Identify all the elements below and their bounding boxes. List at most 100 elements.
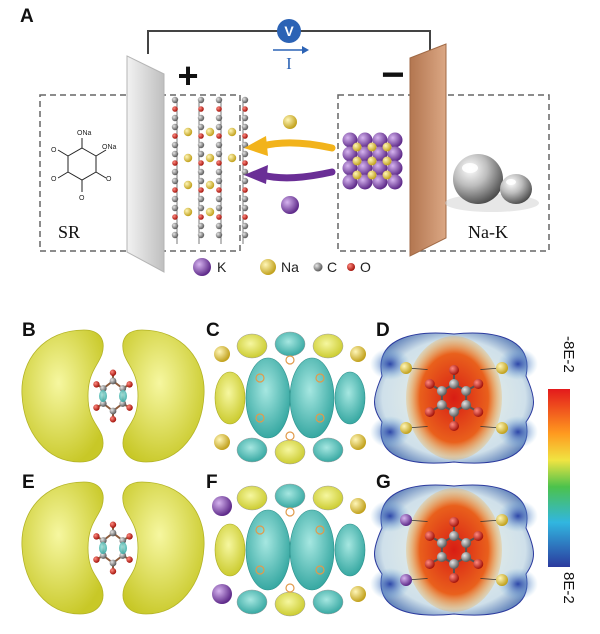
o-atom (424, 531, 435, 541)
panel-label-f: F (206, 472, 218, 493)
k-arrowhead-icon (244, 165, 268, 184)
na-atom (214, 434, 230, 450)
legend-o-label: O (360, 259, 371, 275)
c-atom (171, 204, 179, 212)
esp-positive-region (370, 416, 410, 448)
o-atom (242, 106, 248, 112)
lobe-isosurface (312, 333, 344, 359)
na-atom (367, 142, 377, 152)
k-atom (387, 132, 403, 148)
atom-outline (285, 355, 295, 365)
substituent-o-2: O (51, 176, 57, 183)
substituent-ona-2: ONa (102, 144, 117, 151)
c-atom (215, 96, 223, 104)
na-atom (496, 362, 508, 374)
sr-label: SR (58, 222, 80, 242)
atom-outline (255, 565, 265, 575)
o-atom (216, 133, 222, 139)
na-atom (205, 207, 215, 217)
na-atom (352, 156, 362, 166)
o-atom (216, 214, 222, 220)
sr-crystal-layers (171, 96, 249, 244)
c-atom (109, 407, 117, 415)
panel-c-orbital-isosurface (214, 331, 366, 465)
panel-b-charge-density (21, 329, 205, 463)
o-atom (449, 517, 459, 527)
cyan-lobe (119, 390, 127, 402)
c-atom (241, 123, 249, 131)
na-atom (205, 180, 215, 190)
esp-positive-region (498, 348, 538, 380)
c-atom (171, 150, 179, 158)
o-atom (449, 421, 459, 431)
o-atom (93, 533, 100, 540)
o-atom (198, 133, 204, 139)
c-atom (197, 150, 205, 158)
esp-positive-region (370, 568, 410, 600)
esp-positive-region (370, 500, 410, 532)
panel-g-esp-map (370, 484, 538, 616)
cyan-lobe (99, 542, 107, 554)
lobe-isosurface (274, 331, 306, 357)
c-atom (99, 552, 107, 559)
c-atom (197, 114, 205, 122)
substituent-o-4: O (106, 176, 112, 183)
o-atom (198, 160, 204, 166)
k-atom (387, 160, 403, 176)
o-atom (424, 379, 435, 389)
na-atom (367, 156, 377, 166)
o-atom (109, 369, 117, 376)
substituent-o-3: O (79, 195, 85, 202)
o-atom (172, 160, 178, 166)
na-atom (350, 586, 366, 602)
panel-label-a: A (20, 6, 34, 27)
c-atom (461, 552, 472, 562)
c-atom (119, 400, 127, 407)
cyan-isosurface (334, 523, 366, 577)
c-atom (449, 407, 459, 417)
na-atom (350, 498, 366, 514)
k-atom (372, 146, 388, 162)
na-atom (496, 574, 508, 586)
c-atom (215, 168, 223, 176)
k-atom (212, 584, 232, 604)
k-atom (357, 132, 373, 148)
c-atom (197, 168, 205, 176)
cyan-isosurface (289, 509, 335, 591)
current-arrow-icon (273, 46, 309, 54)
k-atom (387, 146, 403, 162)
atom-outline (315, 413, 325, 423)
o-atom (449, 573, 459, 583)
na-atom (227, 127, 237, 137)
cyan-isosurface (289, 357, 335, 439)
na-atom (205, 127, 215, 137)
cyan-lobe (119, 542, 127, 554)
legend-k-marker (193, 258, 211, 276)
c-atom (197, 177, 205, 185)
o-atom (172, 214, 178, 220)
c-atom (171, 195, 179, 203)
atom-outline (255, 525, 265, 535)
o-atom (216, 160, 222, 166)
o-atom (424, 559, 435, 569)
cyan-isosurface (245, 509, 291, 591)
cyan-isosurface (245, 357, 291, 439)
panel-label-e: E (22, 472, 35, 493)
c-atom (171, 222, 179, 230)
k-atom (400, 574, 412, 586)
negative-electrode (409, 43, 447, 257)
legend-c-marker (313, 262, 323, 272)
o-atom (93, 381, 100, 388)
na-atom (382, 142, 392, 152)
sr-molecule-structure (57, 138, 107, 192)
legend-na-marker (260, 259, 276, 275)
yellow-isosurface (214, 523, 246, 577)
molecule-e (93, 521, 133, 575)
c-atom (241, 150, 249, 158)
na-atom (183, 207, 193, 217)
o-atom (449, 365, 459, 375)
na-atom (350, 346, 366, 362)
lobe-isosurface (236, 437, 268, 463)
lobe-isosurface (312, 589, 344, 615)
